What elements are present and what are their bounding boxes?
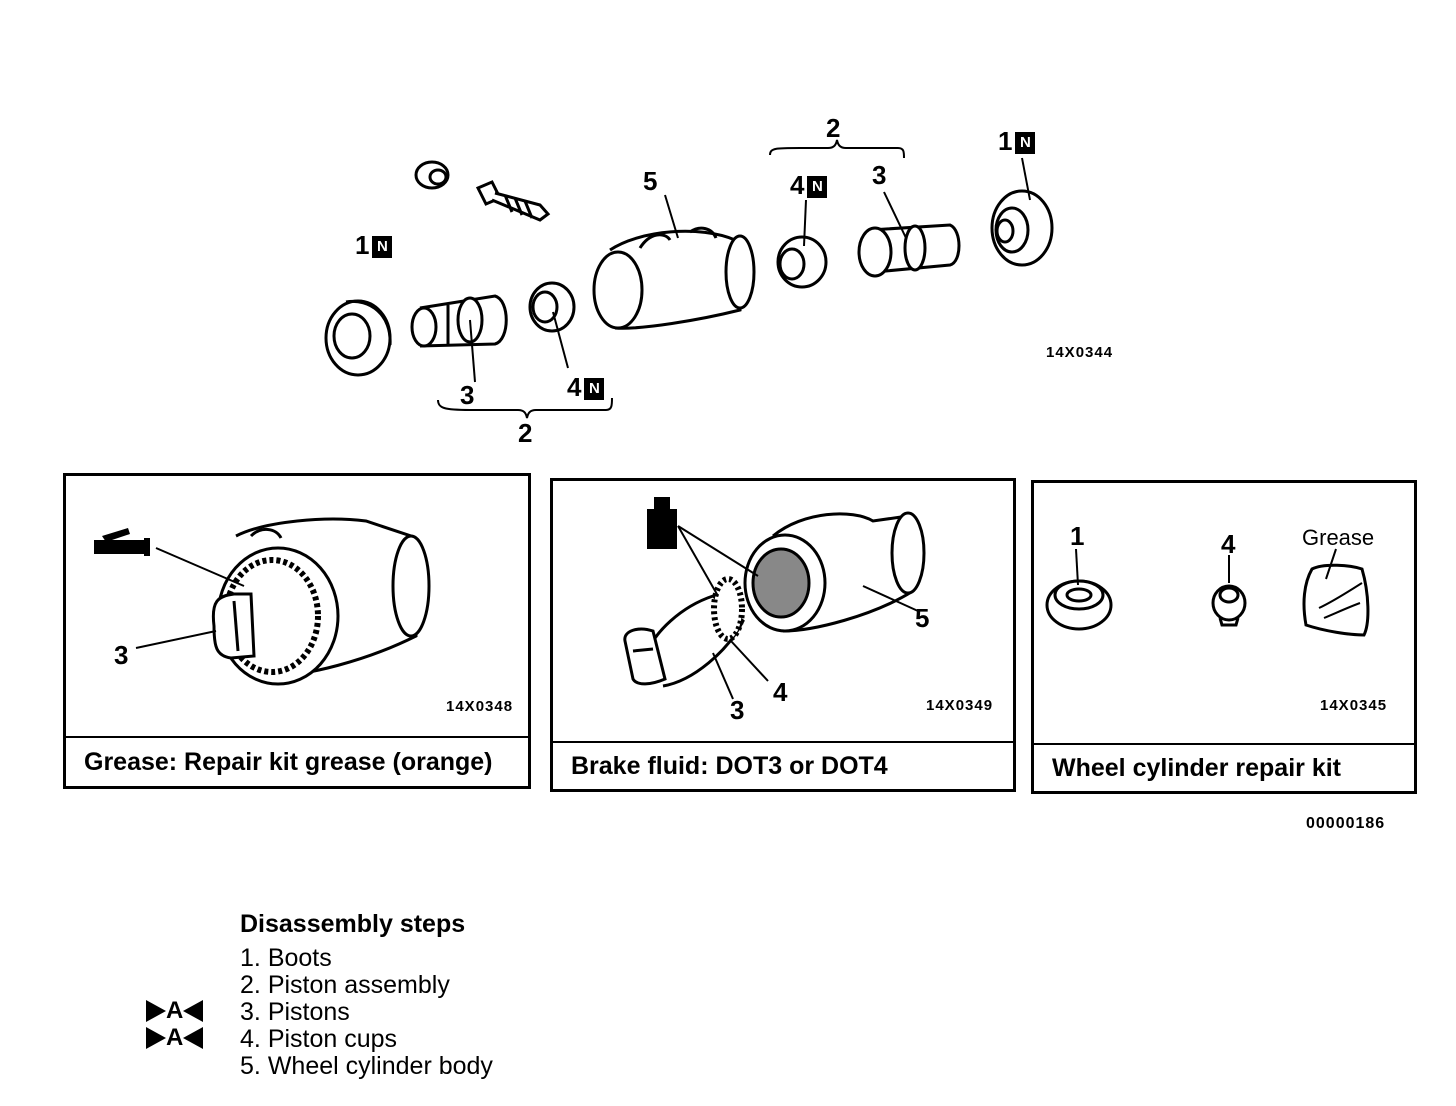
- callout-number: 4: [790, 170, 805, 200]
- new-part-badge: N: [807, 176, 828, 198]
- bleeder-cap: [414, 160, 450, 190]
- callout-top-3: 3: [872, 160, 887, 190]
- step-item: 1. Boots: [240, 945, 493, 972]
- arrow-left-icon: [183, 1000, 204, 1022]
- new-part-badge: N: [372, 236, 393, 258]
- bleeder-screw: [475, 180, 551, 222]
- step-number: 1.: [240, 944, 261, 972]
- left-boot: [324, 299, 392, 377]
- brake-fluid-bottle-icon: [647, 497, 677, 549]
- arrow-left-icon: [183, 1027, 204, 1049]
- step-label: Piston cups: [267, 1025, 398, 1053]
- callout-4: 4: [1221, 529, 1236, 559]
- exploded-view-drawing: [324, 139, 1054, 419]
- step-label: Piston assembly: [267, 971, 450, 999]
- grease-application-illustration: [94, 517, 431, 686]
- left-cup: [528, 281, 576, 333]
- brake-fluid-illustration: [623, 497, 926, 700]
- arrow-right-icon: [146, 1000, 166, 1022]
- disassembly-heading: Disassembly steps: [240, 910, 466, 938]
- left-piston: [410, 294, 508, 348]
- callout-5: 5: [915, 603, 930, 633]
- panel-brake-fluid-art: 5 4 3 14X0349: [553, 481, 1013, 743]
- kit-grease-packet: [1302, 563, 1370, 637]
- callout-number: 4: [567, 372, 582, 402]
- step-label: Wheel cylinder body: [267, 1052, 493, 1080]
- callout-4: 4: [773, 677, 788, 707]
- step-number: 3.: [240, 998, 261, 1026]
- panel-grease: 3 14X0348 Grease: Repair kit grease (ora…: [63, 473, 531, 789]
- sheet-code: 00000186: [1306, 815, 1386, 832]
- step-label: Pistons: [267, 998, 350, 1026]
- step-item: 4. Piston cups: [240, 1026, 493, 1053]
- step-item: 5. Wheel cylinder body: [240, 1053, 493, 1080]
- panel-caption: Wheel cylinder repair kit: [1052, 753, 1341, 782]
- panel-grease-art: 3 14X0348: [66, 476, 528, 738]
- right-boot: [990, 189, 1054, 267]
- callout-bottom-3: 3: [460, 380, 475, 410]
- panel-repair-kit-art: 1 4 Grease 14X0345: [1034, 483, 1414, 745]
- arrow-right-icon: [146, 1027, 166, 1049]
- new-part-badge: N: [1015, 132, 1036, 154]
- step-number: 2.: [240, 971, 261, 999]
- kit-cup: [1211, 584, 1247, 627]
- callout-bottom-2: 2: [518, 418, 533, 448]
- marker-letter: A: [166, 1024, 184, 1051]
- step-number: 4.: [240, 1025, 261, 1053]
- callout-top-2: 2: [826, 113, 841, 143]
- figure-code: 14X0349: [926, 697, 994, 714]
- right-piston: [857, 223, 961, 278]
- kit-boot: [1045, 579, 1113, 631]
- service-marker-step-3: A: [146, 997, 204, 1024]
- callout-3: 3: [114, 640, 129, 670]
- figure-code: 14X0345: [1320, 697, 1388, 714]
- step-number: 5.: [240, 1052, 261, 1080]
- right-cup: [776, 235, 828, 289]
- panel-repair-kit: 1 4 Grease 14X0345 Wheel cylinder repair…: [1031, 480, 1417, 794]
- callout-3: 3: [730, 695, 745, 725]
- grease-gun-icon: [94, 528, 150, 556]
- step-label: Boots: [267, 944, 332, 972]
- panel-caption: Brake fluid: DOT3 or DOT4: [571, 751, 888, 780]
- figure-code: 14X0348: [446, 698, 514, 715]
- callout-grease: Grease: [1302, 525, 1375, 550]
- new-part-badge: N: [584, 378, 605, 400]
- step-item: 3. Pistons: [240, 999, 493, 1026]
- figure-code-main: 14X0344: [1046, 344, 1114, 361]
- callout-number: 1: [998, 126, 1013, 156]
- callout-1: 1: [1070, 521, 1085, 551]
- callout-top-5: 5: [643, 166, 658, 196]
- callout-number: 1: [355, 230, 370, 260]
- panel-caption: Grease: Repair kit grease (orange): [84, 747, 493, 776]
- step-item: 2. Piston assembly: [240, 972, 493, 999]
- panel-brake-fluid: 5 4 3 14X0349 Brake fluid: DOT3 or DOT4: [550, 478, 1016, 792]
- repair-kit-illustration: [1045, 548, 1370, 637]
- wheel-cylinder-body: [592, 226, 756, 330]
- service-marker-step-4: A: [146, 1024, 204, 1051]
- marker-letter: A: [166, 997, 184, 1024]
- disassembly-steps: Disassembly steps 1. Boots 2. Piston ass…: [240, 910, 493, 1080]
